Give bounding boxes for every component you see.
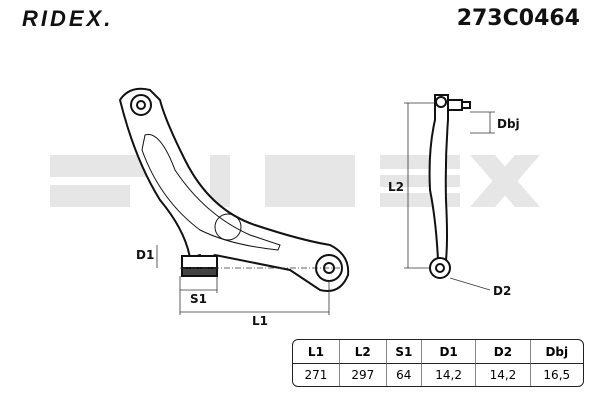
value-cell: 14,2 bbox=[476, 364, 531, 386]
value-cell: 14,2 bbox=[422, 364, 477, 386]
header-cell: D1 bbox=[421, 340, 477, 364]
dimension-label-l2: L2 bbox=[388, 180, 404, 194]
table-row: 271 297 64 14,2 14,2 16,5 bbox=[293, 364, 583, 386]
header-cell: Dbj bbox=[530, 340, 583, 364]
dimension-label-dbj: Dbj bbox=[497, 117, 520, 131]
control-arm-front-view bbox=[118, 87, 350, 292]
value-cell: 16,5 bbox=[543, 368, 571, 382]
dimension-label-d1: D1 bbox=[136, 248, 155, 262]
watermark bbox=[50, 155, 540, 207]
table-header-row: L1 L2 S1 D1 D2 Dbj bbox=[293, 340, 583, 364]
header-cell: L2 bbox=[339, 340, 387, 364]
dimension-label-l1: L1 bbox=[252, 314, 268, 328]
value-cell: 271 bbox=[293, 364, 340, 386]
header-cell: S1 bbox=[386, 340, 422, 364]
dimension-label-d2: D2 bbox=[493, 284, 512, 298]
header-cell: L1 bbox=[293, 340, 340, 364]
dimension-label-s1: S1 bbox=[190, 292, 207, 306]
dimension-lines bbox=[156, 102, 495, 315]
part-number: 273C0464 bbox=[456, 6, 580, 31]
value-cell: 64 bbox=[387, 364, 422, 386]
control-arm-side-view bbox=[428, 94, 471, 279]
dimensions-table: L1 L2 S1 D1 D2 Dbj 271 297 64 14,2 14,2 … bbox=[292, 339, 584, 387]
value-cell: 297 bbox=[340, 364, 387, 386]
ridex-logo: RIDEX. bbox=[22, 6, 114, 31]
header-cell: D2 bbox=[476, 340, 531, 364]
